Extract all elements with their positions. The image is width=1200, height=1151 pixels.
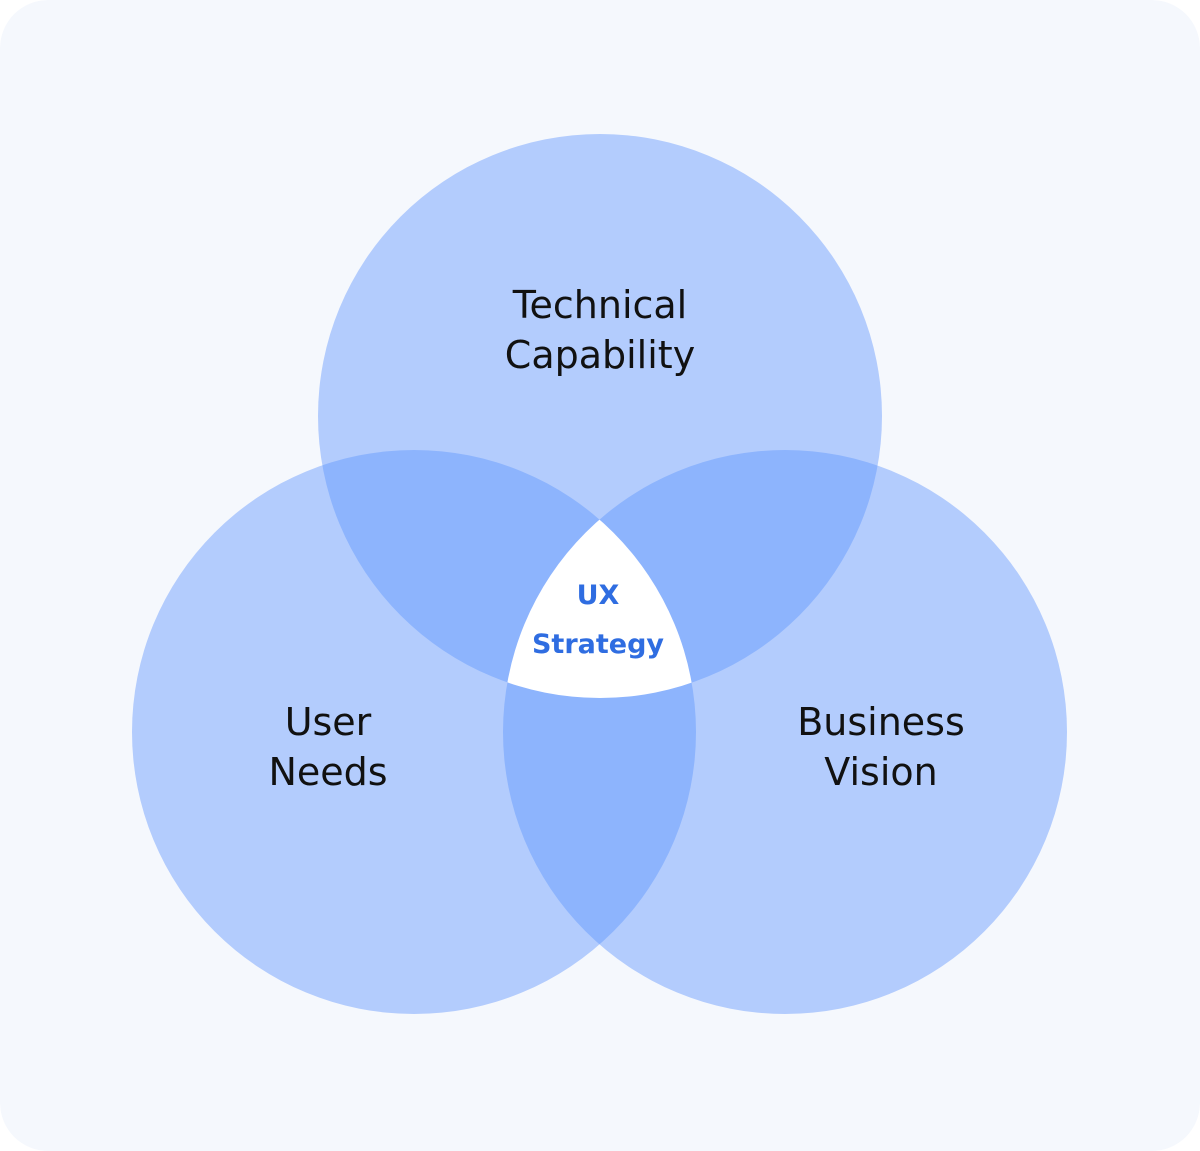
label-vision: Vision bbox=[824, 750, 937, 794]
label-business: Business bbox=[797, 700, 965, 744]
label-strategy: Strategy bbox=[532, 629, 664, 660]
center-intersection bbox=[503, 450, 696, 698]
label-technical: Technical bbox=[512, 283, 688, 327]
label-user: User bbox=[285, 700, 372, 744]
label-needs: Needs bbox=[268, 750, 387, 794]
label-ux: UX bbox=[577, 580, 620, 611]
label-capability: Capability bbox=[505, 333, 695, 377]
